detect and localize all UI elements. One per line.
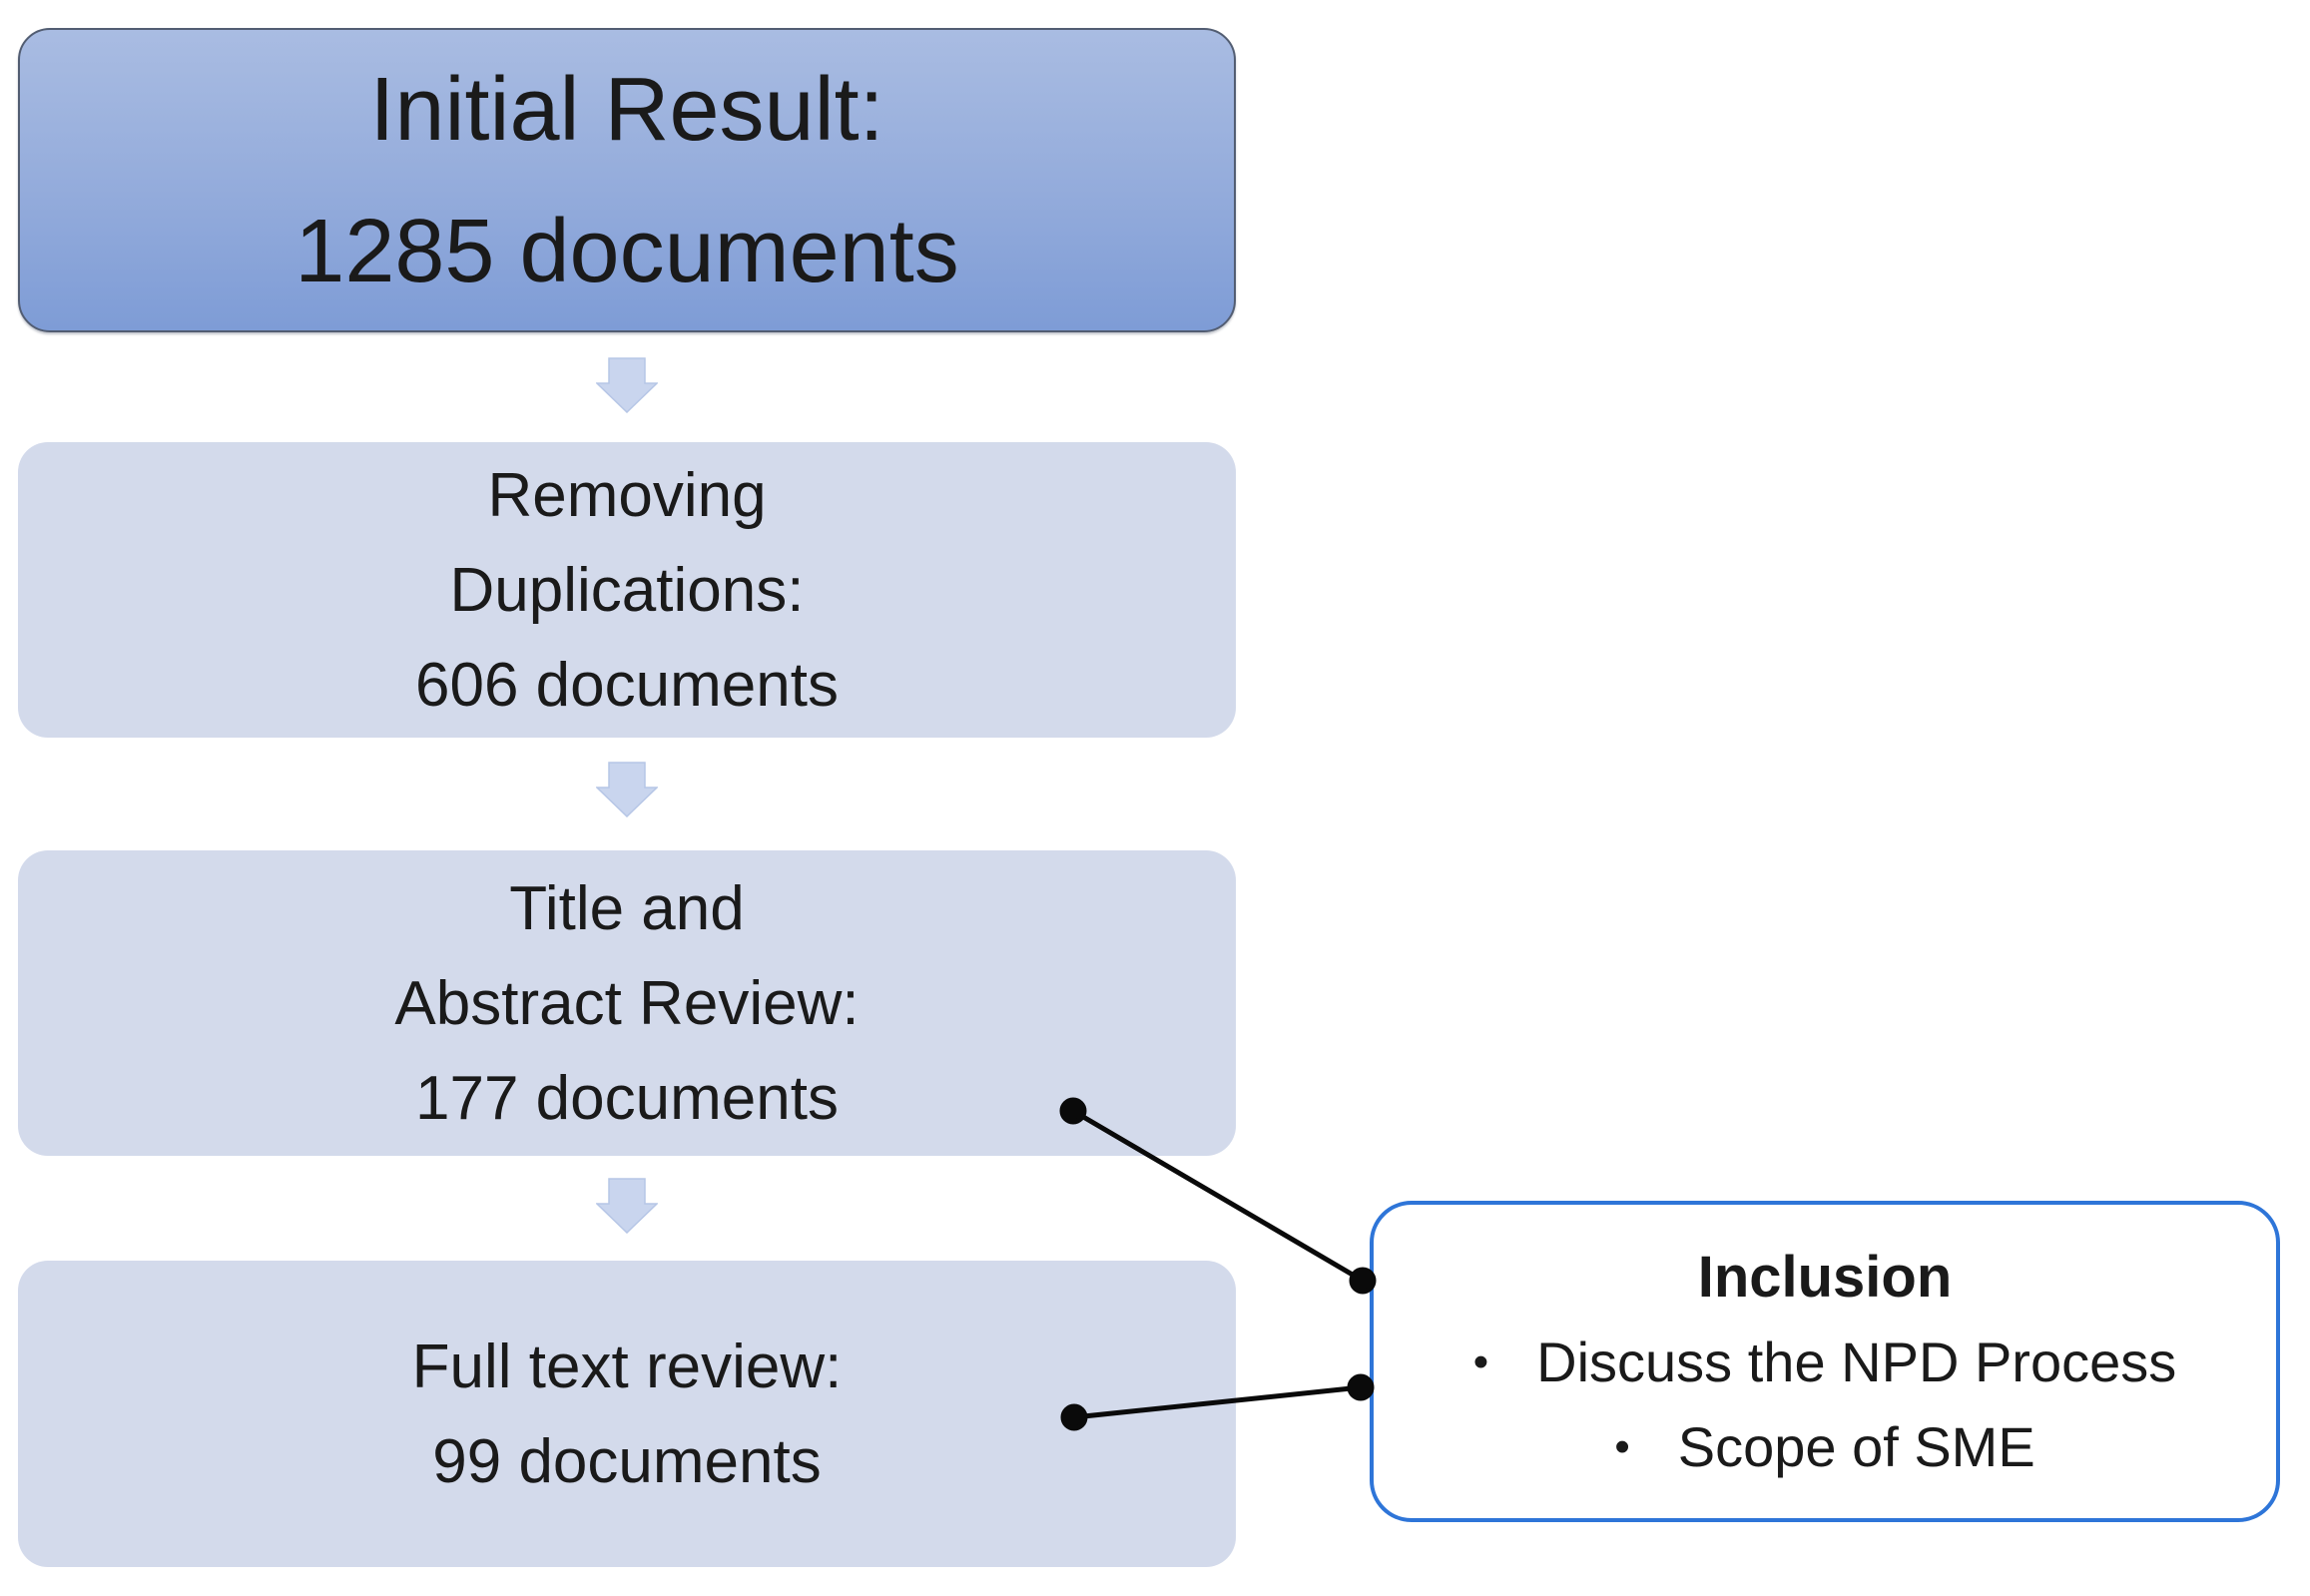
down-arrow-icon <box>596 1178 658 1234</box>
inclusion-item-text: Discuss the NPD Process <box>1536 1330 2177 1393</box>
step-line: 1285 documents <box>294 201 959 301</box>
step-line: Removing <box>487 460 767 530</box>
step-full-text-review: Full text review: 99 documents <box>18 1261 1236 1567</box>
step-title-abstract-review: Title and Abstract Review: 177 documents <box>18 850 1236 1156</box>
inclusion-item: • Discuss the NPD Process <box>1473 1320 2176 1404</box>
step-line: Abstract Review: <box>394 968 860 1038</box>
step-line: Initial Result: <box>369 59 884 160</box>
step-line: 99 documents <box>432 1426 822 1496</box>
step-removing-duplications: Removing Duplications: 606 documents <box>18 442 1236 738</box>
step-line: 606 documents <box>415 650 839 720</box>
bullet-icon: • <box>1614 1421 1630 1471</box>
step-initial-result: Initial Result: 1285 documents <box>18 28 1236 332</box>
down-arrow-icon <box>596 357 658 413</box>
inclusion-item-text: Scope of SME <box>1677 1414 2035 1478</box>
step-line: Title and <box>509 873 745 943</box>
step-line: Full text review: <box>411 1331 843 1401</box>
connector-endpoint-dot <box>1347 1373 1375 1401</box>
step-line: Duplications: <box>449 555 805 625</box>
step-line: 177 documents <box>415 1063 839 1133</box>
inclusion-criteria-box: Inclusion • Discuss the NPD Process • Sc… <box>1370 1201 2280 1522</box>
down-arrow-icon <box>596 762 658 817</box>
inclusion-title: Inclusion <box>1697 1244 1953 1310</box>
bullet-icon: • <box>1472 1336 1489 1386</box>
inclusion-item: • Scope of SME <box>1614 1404 2034 1489</box>
